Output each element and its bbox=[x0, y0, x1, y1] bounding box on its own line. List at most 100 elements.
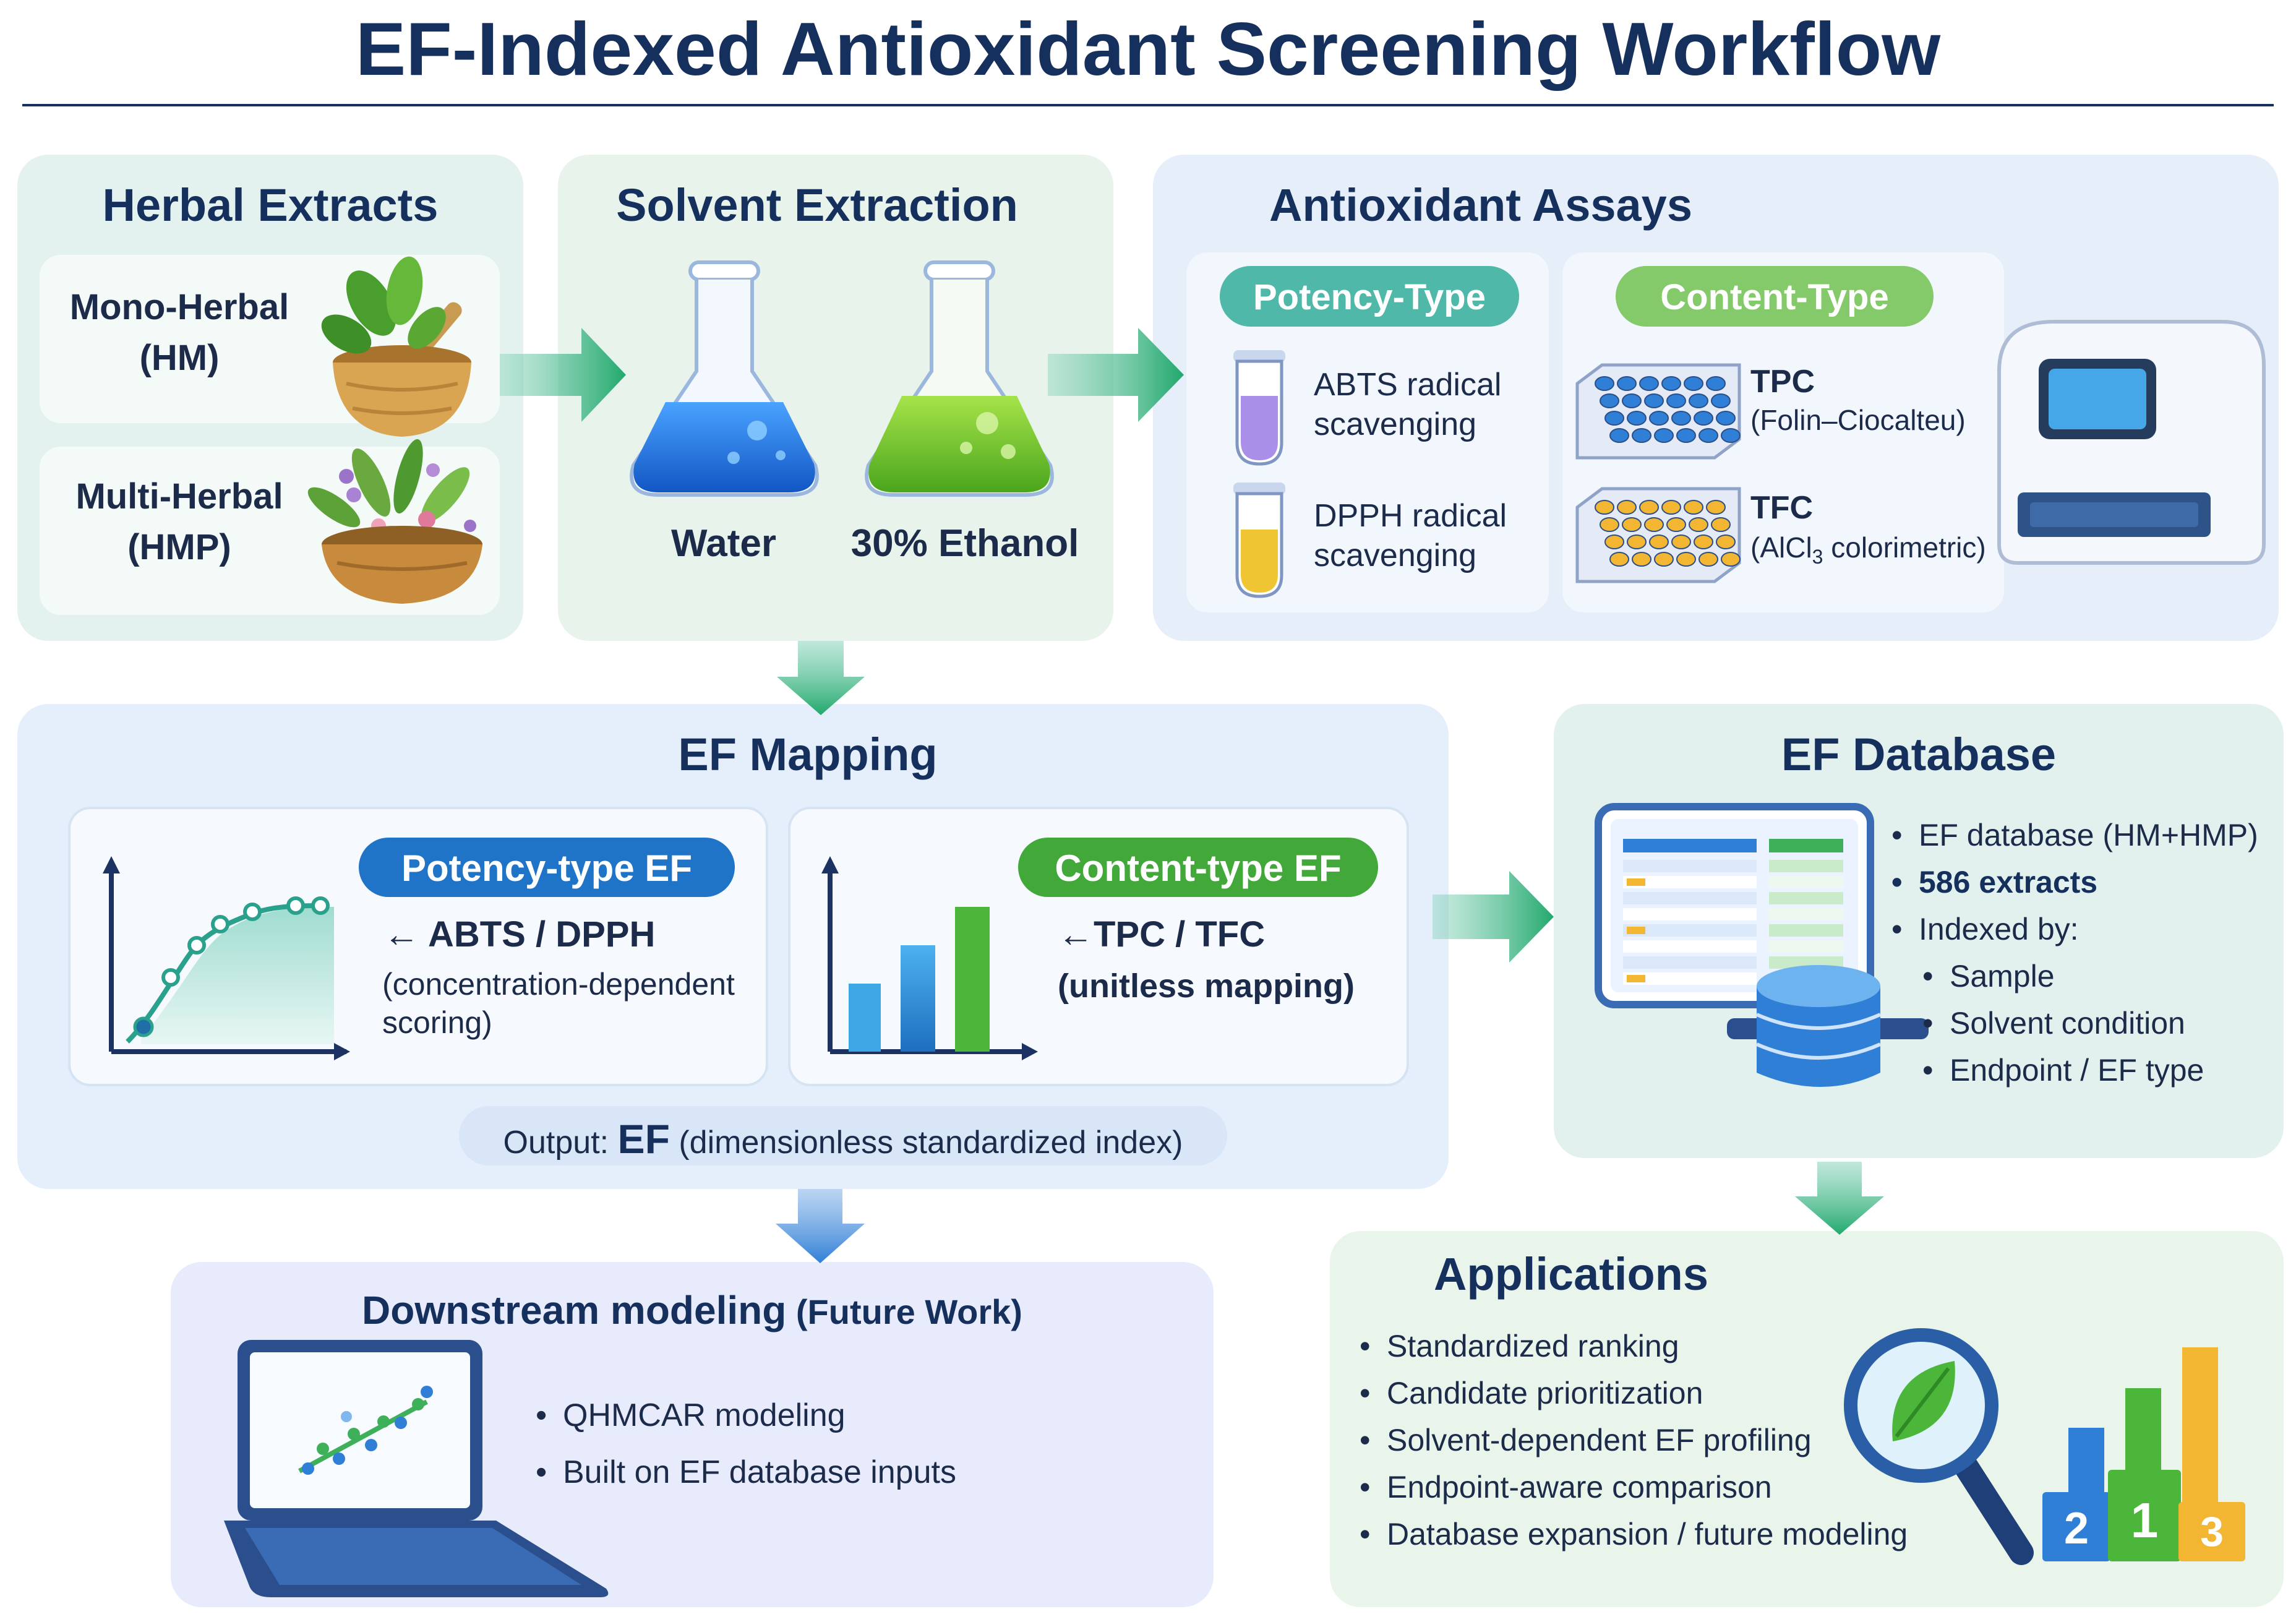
plate-well bbox=[1684, 376, 1703, 391]
output-prefix: Output: bbox=[503, 1125, 618, 1161]
tfc-well-plate-icon bbox=[1575, 487, 1741, 583]
ethanol-flask-icon bbox=[865, 260, 1054, 497]
bar-chart-icon bbox=[821, 856, 1038, 1060]
plate-well bbox=[1661, 500, 1681, 515]
podium-rank-3: 3 bbox=[2200, 1508, 2224, 1555]
db-table-row bbox=[1623, 860, 1757, 872]
db-table-row bbox=[1623, 940, 1757, 953]
content-ef-pill-label: Content-type EF bbox=[1055, 847, 1342, 889]
computer-database-icon bbox=[1595, 803, 1929, 1087]
db-table-row bbox=[1623, 924, 1757, 937]
plate-well bbox=[1694, 534, 1713, 549]
arrow-mapping-to-downstream bbox=[776, 1189, 865, 1263]
db-table-marker bbox=[1627, 975, 1645, 982]
arrow-mapping-to-database bbox=[1433, 871, 1554, 963]
plate-well bbox=[1698, 428, 1718, 443]
arrow-database-to-applications bbox=[1795, 1162, 1884, 1235]
plate-well bbox=[1666, 517, 1686, 532]
plate-well bbox=[1711, 517, 1731, 532]
ef-database-title: EF Database bbox=[1781, 729, 2057, 780]
database-sub-bullet: Sample bbox=[1888, 953, 2284, 1000]
output-suffix: (dimensionless standardized index) bbox=[669, 1125, 1183, 1161]
db-table-row bbox=[1623, 972, 1757, 985]
db-table-marker bbox=[1627, 927, 1645, 934]
plate-well bbox=[1604, 534, 1624, 549]
laptop-chart-icon bbox=[224, 1340, 609, 1597]
mono-herbal-label: Mono-Herbal (HM) bbox=[69, 287, 289, 378]
potency-ef-note: (concentration-dependent scoring) bbox=[382, 967, 735, 1040]
ethanol-label: 30% Ethanol bbox=[850, 522, 1079, 565]
plate-well bbox=[1684, 500, 1703, 515]
page-title: EF-Indexed Antioxidant Screening Workflo… bbox=[355, 7, 1941, 91]
database-sub-bullet: Endpoint / EF type bbox=[1888, 1047, 2284, 1094]
output-pill bbox=[459, 1106, 1227, 1165]
plate-reader-icon bbox=[1997, 320, 2266, 565]
plate-well bbox=[1617, 376, 1637, 391]
plate-well bbox=[1689, 517, 1708, 532]
multi-herbal-label: Multi-Herbal (HMP) bbox=[75, 476, 283, 567]
plate-well bbox=[1644, 393, 1664, 408]
plate-well bbox=[1721, 552, 1741, 567]
plate-well bbox=[1595, 376, 1614, 391]
plate-well bbox=[1671, 534, 1691, 549]
db-table-marker bbox=[1627, 878, 1645, 886]
arrow-solvent-to-assays bbox=[1048, 328, 1184, 422]
dpph-label: DPPH radical scavenging bbox=[1314, 498, 1507, 573]
arrow-herbal-to-solvent bbox=[500, 328, 626, 422]
tfc-method-subscript: 3 bbox=[1812, 546, 1823, 569]
plate-well bbox=[1632, 428, 1651, 443]
application-bullet: Standardized ranking bbox=[1356, 1323, 1950, 1370]
plate-well bbox=[1600, 393, 1619, 408]
tfc-method-prefix: (AlCl bbox=[1750, 531, 1812, 564]
plate-well bbox=[1711, 393, 1731, 408]
content-type-pill bbox=[1616, 266, 1934, 327]
plate-well bbox=[1716, 534, 1736, 549]
plate-well bbox=[1644, 517, 1664, 532]
tpc-method: (Folin–Ciocalteu) bbox=[1750, 404, 1966, 436]
plate-well bbox=[1721, 428, 1741, 443]
tpc-well-plate-icon bbox=[1575, 363, 1741, 460]
database-bullet: EF database (HM+HMP) bbox=[1888, 812, 2284, 859]
plate-well bbox=[1661, 376, 1681, 391]
plate-well bbox=[1604, 411, 1624, 426]
db-table-cell bbox=[1769, 924, 1843, 937]
output-ef: EF bbox=[617, 1116, 670, 1162]
plate-well bbox=[1632, 552, 1651, 567]
content-type-pill-label: Content-Type bbox=[1660, 277, 1889, 317]
plate-well bbox=[1649, 534, 1669, 549]
podium-icon bbox=[2042, 1347, 2245, 1561]
arrow-to-ef-mapping bbox=[777, 641, 865, 715]
plate-well bbox=[1622, 393, 1642, 408]
db-table-cell bbox=[1769, 908, 1843, 920]
output-label: Output: EF (dimensionless standardized i… bbox=[459, 1115, 1227, 1164]
plate-well bbox=[1676, 552, 1696, 567]
plate-well bbox=[1666, 393, 1686, 408]
tfc-method: (AlCl3 colorimetric) bbox=[1750, 531, 1986, 569]
plate-well bbox=[1698, 552, 1718, 567]
plate-well bbox=[1716, 411, 1736, 426]
tpc-label: TPC bbox=[1750, 364, 1815, 400]
downstream-title-sub: (Future Work) bbox=[786, 1292, 1022, 1331]
potency-ef-source: ← ABTS / DPPH bbox=[383, 914, 656, 955]
database-sub-bullet: Solvent condition bbox=[1888, 1000, 2284, 1047]
plate-well bbox=[1676, 428, 1696, 443]
applications-bullets: Standardized ranking Candidate prioritiz… bbox=[1356, 1323, 1950, 1558]
plate-well bbox=[1689, 393, 1708, 408]
plate-well bbox=[1600, 517, 1619, 532]
content-ef-note: (unitless mapping) bbox=[1058, 968, 1355, 1005]
title-underline bbox=[22, 104, 2274, 106]
content-ef-source: ←TPC / TFC bbox=[1058, 914, 1266, 955]
downstream-bullets: QHMCAR modeling Built on EF database inp… bbox=[532, 1387, 1089, 1501]
applications-title: Applications bbox=[1433, 1248, 1709, 1300]
herb-bowl-icon bbox=[307, 439, 482, 604]
database-bullet: 586 extracts bbox=[1888, 859, 2284, 906]
db-table-row bbox=[1623, 908, 1757, 920]
plate-well bbox=[1617, 500, 1637, 515]
plate-well bbox=[1649, 411, 1669, 426]
application-bullet: Database expansion / future modeling bbox=[1356, 1511, 1950, 1558]
potency-ef-pill-label: Potency-type EF bbox=[401, 847, 693, 889]
downstream-title: Downstream modeling (Future Work) bbox=[171, 1287, 1214, 1334]
db-table-cell bbox=[1769, 892, 1843, 904]
